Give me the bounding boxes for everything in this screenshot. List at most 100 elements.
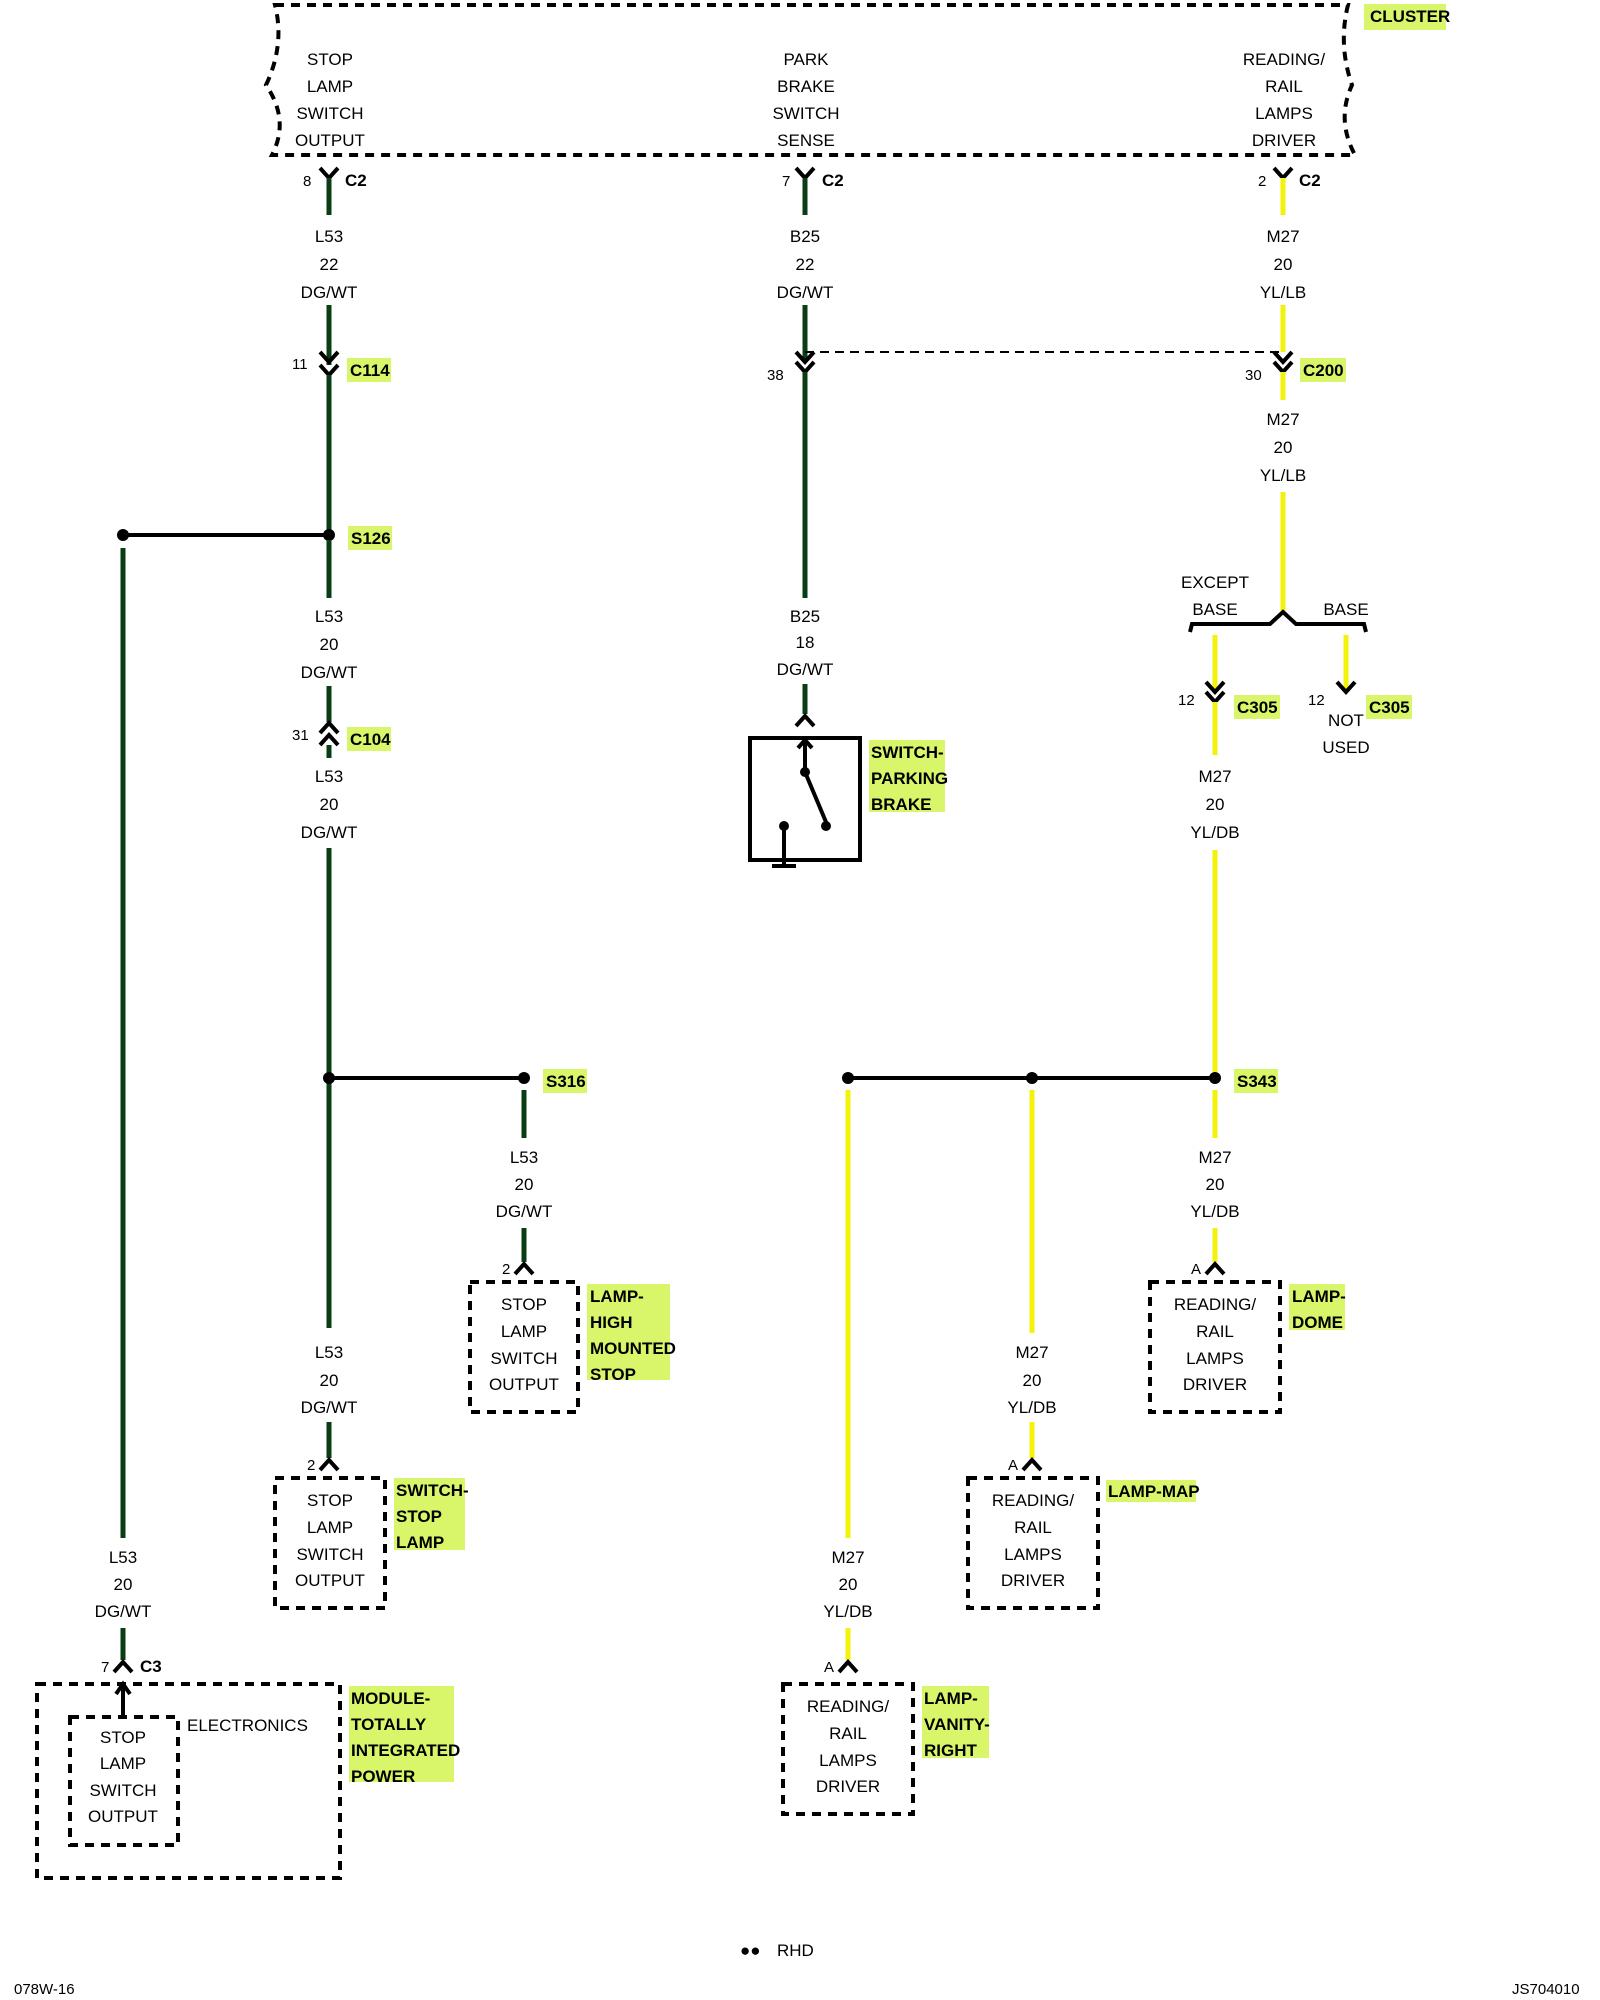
c305-label-right: C305 <box>1369 698 1410 717</box>
connector-c114: 11 C114 <box>292 350 391 382</box>
b25-18-line3: DG/WT <box>777 660 834 679</box>
c200-pin-left: 38 <box>767 367 784 384</box>
splice-dot <box>842 1072 854 1084</box>
except-base-line1: EXCEPT <box>1181 573 1249 592</box>
l53-s316-line1: L53 <box>510 1148 538 1167</box>
c200-pin-right: 30 <box>1245 367 1262 384</box>
s126-highlight <box>348 526 392 550</box>
l53-tipm-line1: L53 <box>109 1548 137 1567</box>
cluster-reading-line1: READING/ <box>1243 50 1325 69</box>
l53-20-a-line2: 20 <box>320 635 339 654</box>
vanity-title-line2: VANITY- <box>924 1715 990 1734</box>
switch-blade <box>803 771 828 823</box>
hmsl-title-line1: LAMP- <box>590 1287 644 1306</box>
l53-20-b-line1: L53 <box>315 767 343 786</box>
dome-highlight <box>1289 1284 1345 1330</box>
pin-chevron <box>513 1261 535 1276</box>
cluster-stop-line3: SWITCH <box>296 104 363 123</box>
m27-lb-a-line3: YL/LB <box>1260 283 1306 302</box>
stop-switch-title-line1: SWITCH- <box>396 1481 469 1500</box>
s316-label: S316 <box>546 1072 586 1091</box>
parking-brake-switch <box>748 736 862 868</box>
cluster-park-line1: PARK <box>783 50 829 69</box>
c104-pin: 31 <box>292 727 309 744</box>
l53-20-b-line2: 20 <box>320 795 339 814</box>
l53-20-a-line3: DG/WT <box>301 663 358 682</box>
l53-stop-line2: 20 <box>320 1371 339 1390</box>
m27-map-line1: M27 <box>1015 1343 1048 1362</box>
connector-c104: 31 C104 <box>292 720 391 751</box>
m27-lb-b-line3: YL/LB <box>1260 466 1306 485</box>
c305-left-chevron <box>1204 680 1226 695</box>
hmsl-title-line2: HIGH <box>590 1313 633 1332</box>
m27-vanity-line1: M27 <box>831 1548 864 1567</box>
stop-switch-title-line3: LAMP <box>396 1533 444 1552</box>
parking-brake-title-line3: BRAKE <box>871 795 931 814</box>
dome-title-line2: DOME <box>1292 1313 1343 1332</box>
pin-chevron <box>112 1659 134 1674</box>
connector-c200: 38 30 C200 <box>767 350 1346 384</box>
cluster-stop-line2: LAMP <box>307 77 353 96</box>
map-highlight <box>1106 1480 1196 1502</box>
hmsl-title-line3: MOUNTED <box>590 1339 676 1358</box>
dome-line3: LAMPS <box>1186 1349 1244 1368</box>
cluster-reading-line2: RAIL <box>1265 77 1303 96</box>
vanity-line2: RAIL <box>829 1724 867 1743</box>
l53-s316-line3: DG/WT <box>496 1202 553 1221</box>
connector-c2-left: 8 C2 <box>303 166 367 190</box>
parking-brake-title-line2: PARKING <box>871 769 948 788</box>
cluster-reading-line4: DRIVER <box>1252 131 1316 150</box>
dome-line1: READING/ <box>1174 1295 1256 1314</box>
not-used-line1: NOT <box>1328 711 1364 730</box>
c3-pin: 7 <box>101 1659 109 1676</box>
tipm-inner-box <box>68 1715 180 1847</box>
hmsl-title-line4: STOP <box>590 1365 636 1384</box>
dome-title-line1: LAMP- <box>1292 1287 1346 1306</box>
tipm-electronics: ELECTRONICS <box>187 1716 308 1735</box>
l53-22-line3: DG/WT <box>301 283 358 302</box>
s126-label: S126 <box>351 529 391 548</box>
l53-tipm-line3: DG/WT <box>95 1602 152 1621</box>
s343-highlight <box>1234 1069 1278 1093</box>
m27-lb-b-line1: M27 <box>1266 410 1299 429</box>
vanity-line4: DRIVER <box>816 1777 880 1796</box>
b25-22-line3: DG/WT <box>777 283 834 302</box>
vanity-title-line1: LAMP- <box>924 1689 978 1708</box>
cluster-park-line4: SENSE <box>777 131 835 150</box>
except-base-line2: BASE <box>1192 600 1237 619</box>
m27-dome-line1: M27 <box>1198 1148 1231 1167</box>
map-line2: RAIL <box>1014 1518 1052 1537</box>
c305-pin-right: 12 <box>1308 692 1325 709</box>
m27-lb-a-line1: M27 <box>1266 227 1299 246</box>
map-line4: DRIVER <box>1001 1571 1065 1590</box>
c104-highlight <box>347 727 391 751</box>
m27-map-line2: 20 <box>1023 1371 1042 1390</box>
m27-db-a-line1: M27 <box>1198 767 1231 786</box>
hmsl-pin: 2 <box>502 1261 510 1278</box>
map-title: LAMP-MAP <box>1108 1482 1200 1501</box>
not-used-line2: USED <box>1322 738 1369 757</box>
c114-pin: 11 <box>292 356 308 373</box>
splice-dot <box>1209 1072 1221 1084</box>
tipm-highlight <box>349 1686 454 1782</box>
stop-switch-box <box>273 1476 387 1610</box>
c305-right-highlight <box>1366 695 1412 719</box>
stop-switch-title-line2: STOP <box>396 1507 442 1526</box>
b25-18-line1: B25 <box>790 607 820 626</box>
rhd-legend-text: RHD <box>777 1941 814 1960</box>
dome-box <box>1148 1280 1282 1414</box>
switch-arrow <box>796 736 814 750</box>
hmsl-line1: STOP <box>501 1295 547 1314</box>
c2-label-right: C2 <box>1299 171 1321 190</box>
vanity-pin: A <box>824 1659 834 1676</box>
m27-db-a-line2: 20 <box>1206 795 1225 814</box>
hmsl-line4: OUTPUT <box>489 1375 559 1394</box>
parking-brake-title-line1: SWITCH- <box>871 743 944 762</box>
cluster-stop-line1: STOP <box>307 50 353 69</box>
vanity-title-line3: RIGHT <box>924 1741 978 1760</box>
hmsl-highlight <box>587 1284 670 1380</box>
splice-dot <box>1026 1072 1038 1084</box>
tipm-title-line1: MODULE- <box>351 1689 430 1708</box>
footer-right-code: JS704010 <box>1512 1981 1580 1998</box>
